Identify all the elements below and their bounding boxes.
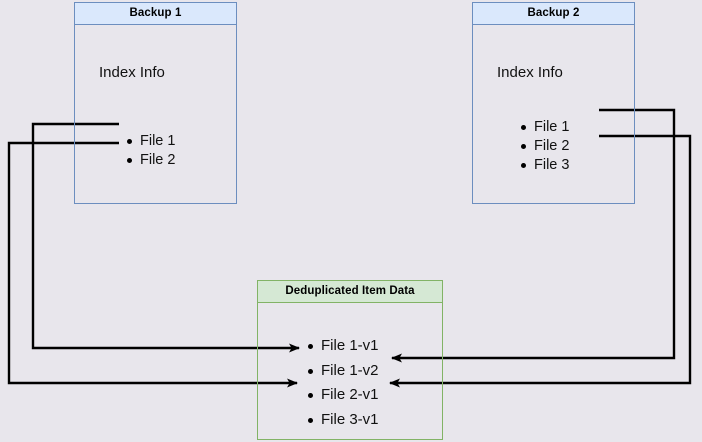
backup2-file-list: File 1 File 2 File 3 bbox=[519, 118, 569, 175]
backup2-file-item[interactable]: File 3 bbox=[519, 156, 569, 175]
dedup-item[interactable]: File 3-v1 bbox=[306, 408, 379, 433]
backup1-box[interactable]: Backup 1 Index Info File 1 File 2 bbox=[74, 2, 237, 204]
dedup-item-list: File 1-v1 File 1-v2 File 2-v1 File 3-v1 bbox=[306, 334, 379, 432]
backup2-box[interactable]: Backup 2 Index Info File 1 File 2 File 3 bbox=[472, 2, 635, 204]
dedup-item[interactable]: File 1-v1 bbox=[306, 334, 379, 359]
backup2-body: Index Info File 1 File 2 File 3 bbox=[473, 25, 634, 203]
backup1-file-list: File 1 File 2 bbox=[125, 132, 175, 170]
dedup-item[interactable]: File 1-v2 bbox=[306, 359, 379, 384]
backup2-header: Backup 2 bbox=[473, 3, 634, 25]
dedup-body: File 1-v1 File 1-v2 File 2-v1 File 3-v1 bbox=[258, 303, 442, 439]
dedup-header: Deduplicated Item Data bbox=[258, 281, 442, 303]
backup2-index-info-label: Index Info bbox=[497, 64, 563, 81]
dedup-box[interactable]: Deduplicated Item Data File 1-v1 File 1-… bbox=[257, 280, 443, 440]
backup1-file-item[interactable]: File 2 bbox=[125, 151, 175, 170]
dedup-item[interactable]: File 2-v1 bbox=[306, 383, 379, 408]
backup1-body: Index Info File 1 File 2 bbox=[75, 25, 236, 203]
backup2-file-item[interactable]: File 2 bbox=[519, 137, 569, 156]
backup1-header: Backup 1 bbox=[75, 3, 236, 25]
backup1-index-info-label: Index Info bbox=[99, 64, 165, 81]
backup2-file-item[interactable]: File 1 bbox=[519, 118, 569, 137]
backup1-file-item[interactable]: File 1 bbox=[125, 132, 175, 151]
